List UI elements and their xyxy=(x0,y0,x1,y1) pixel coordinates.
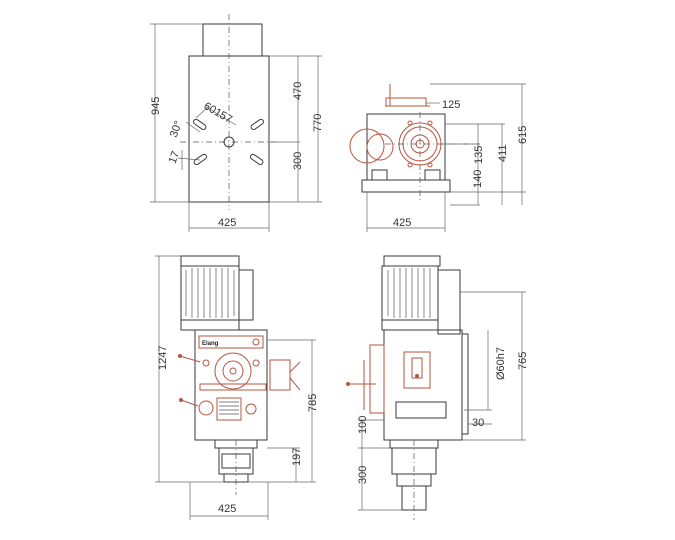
dim-140-label: 140 xyxy=(472,170,484,188)
plan-view-top-left: 60157 30° 17 945 470 770 300 425 xyxy=(150,14,324,232)
dim-slot-width-label: 17 xyxy=(167,150,182,166)
dim-470-label: 470 xyxy=(292,82,304,100)
dim-945-label: 945 xyxy=(150,97,162,115)
dim-425-front-label: 425 xyxy=(218,503,236,515)
dim-300-label: 300 xyxy=(292,152,304,170)
dim-30-label: 30 xyxy=(472,417,484,429)
brand-label: Elang xyxy=(202,341,219,347)
dim-765-label: 765 xyxy=(517,352,529,370)
dim-425-side-top-label: 425 xyxy=(393,217,411,229)
dim-angle-label: 30° xyxy=(168,119,185,139)
front-view-bottom-left: Elang xyxy=(155,255,319,520)
dim-125-label: 125 xyxy=(442,99,460,111)
dim-300-side-label: 300 xyxy=(357,466,369,484)
dim-197-label: 197 xyxy=(291,448,303,466)
dim-615-label: 615 xyxy=(517,126,529,144)
dim-slot-label: 60157 xyxy=(202,100,235,126)
dim-1247-label: 1247 xyxy=(157,346,169,370)
dim-411-label: 411 xyxy=(497,144,509,162)
dim-770-label: 770 xyxy=(312,114,324,132)
dim-135-label: 135 xyxy=(473,146,485,164)
dim-425-top-label: 425 xyxy=(218,217,236,229)
dim-shaft-label: Ø60h7 xyxy=(495,347,507,380)
side-view-bottom-right: Ø60h7 765 30 100 300 xyxy=(346,255,529,520)
side-view-top-right: 125 135 140 411 615 425 xyxy=(349,83,529,232)
dim-100-label: 100 xyxy=(357,416,369,434)
dim-785-label: 785 xyxy=(307,394,319,412)
